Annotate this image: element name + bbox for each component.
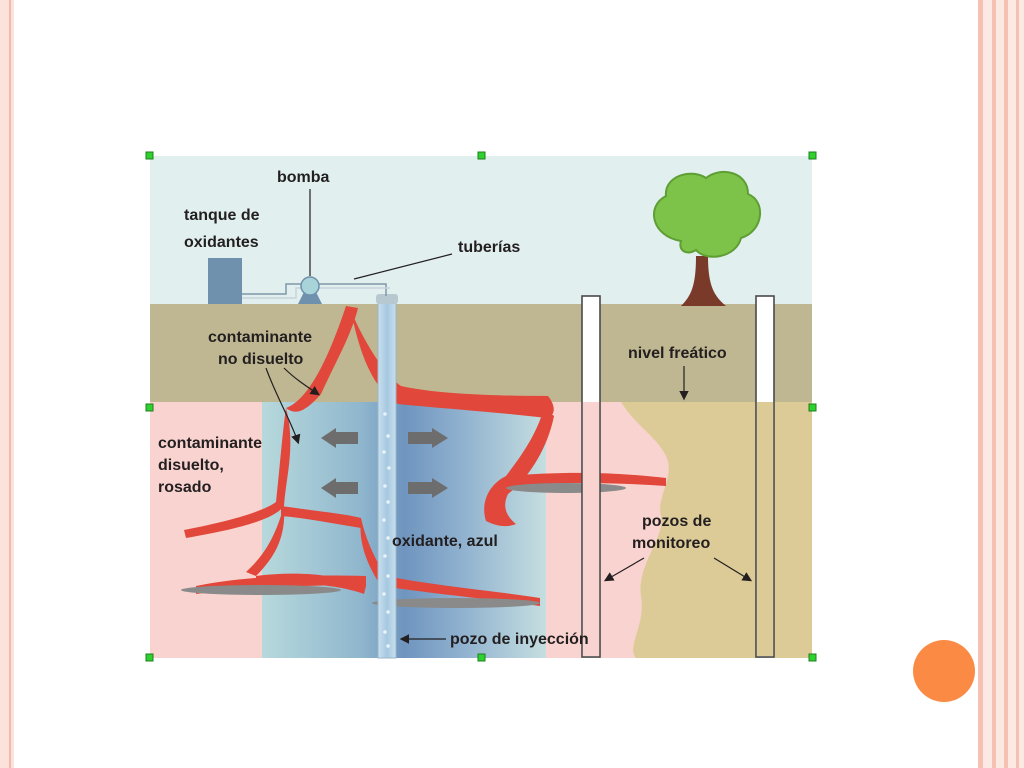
label-disuelto-3: rosado [158, 479, 212, 496]
handle-top-right[interactable] [808, 151, 817, 160]
flow-arrows [321, 428, 448, 498]
oxidant-bubbles [382, 412, 391, 648]
unsaturated-soil [150, 304, 812, 402]
label-disuelto-1: contaminante [158, 435, 262, 452]
handle-top-center[interactable] [477, 151, 486, 160]
label-pozo-inyeccion: pozo de inyección [450, 631, 589, 648]
label-no-disuelto-2: no disuelto [218, 351, 304, 368]
handle-middle-right[interactable] [808, 403, 817, 412]
flow-arrow-right-upper [408, 428, 448, 448]
label-disuelto-2: disuelto, [158, 457, 224, 474]
label-no-disuelto-1: contaminante [208, 329, 312, 346]
label-pozos-2: monitoreo [632, 535, 710, 552]
injection-well-cap [376, 294, 398, 304]
pipes-lower [242, 287, 390, 299]
label-oxidante: oxidante, azul [392, 533, 498, 550]
callout-lines [265, 189, 753, 644]
handle-bottom-left[interactable] [145, 653, 154, 662]
label-tanque-1: tanque de [184, 207, 260, 224]
oxidant-zone [262, 402, 546, 658]
remediation-diagram[interactable]: bomba tanque de oxidantes tuberías conta… [136, 146, 826, 672]
monitoring-well-2-water [757, 402, 773, 656]
label-tanque-2: oxidantes [184, 234, 259, 251]
flow-arrow-left-upper [321, 428, 358, 448]
accent-circle [913, 640, 975, 702]
label-pozos-1: pozos de [642, 513, 711, 530]
selection-handles[interactable] [145, 151, 817, 662]
handle-top-left[interactable] [145, 151, 154, 160]
handle-middle-left[interactable] [145, 403, 154, 412]
flow-arrow-left-lower [321, 478, 358, 498]
pump [300, 276, 320, 296]
slide-frame-left [0, 0, 14, 768]
injection-well [377, 301, 397, 659]
tree-canopy [653, 170, 762, 258]
handle-bottom-center[interactable] [477, 653, 486, 662]
monitoring-well-1-water [583, 402, 599, 656]
handle-bottom-right[interactable] [808, 653, 817, 662]
contaminant-streaks [184, 306, 666, 606]
slide-frame-right [978, 0, 1024, 768]
tree-trunk [681, 256, 726, 306]
label-nivel-freatico: nivel freático [628, 345, 727, 362]
flow-arrow-right-lower [408, 478, 448, 498]
label-bomba: bomba [277, 169, 330, 186]
label-tuberias: tuberías [458, 239, 520, 256]
pump-base [298, 292, 322, 304]
oxidant-tank [208, 258, 242, 304]
